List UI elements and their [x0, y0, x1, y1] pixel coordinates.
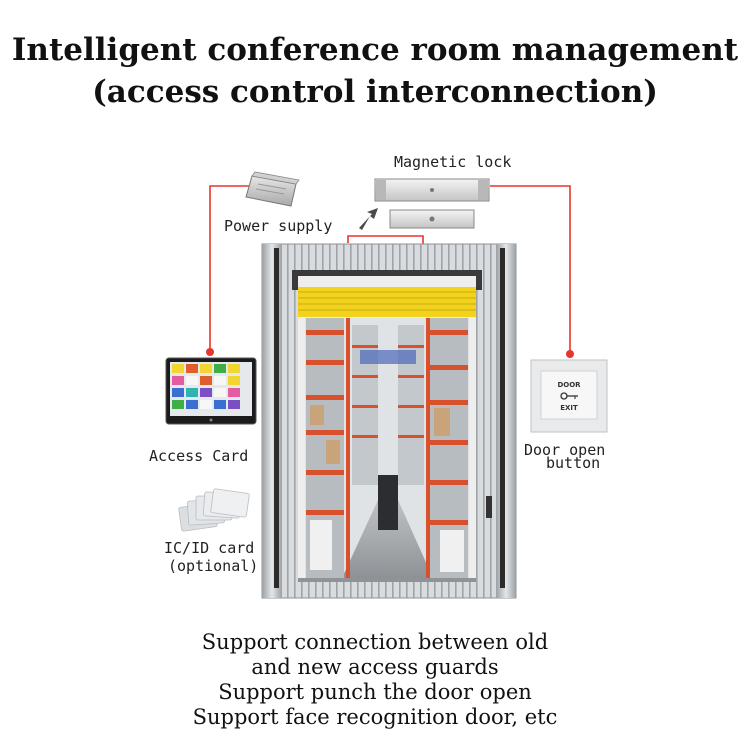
- right-racks: [426, 318, 468, 578]
- ic-card-label-line-2: (optional): [168, 557, 259, 575]
- feature-line: Support connection between old: [201, 630, 549, 654]
- page-title-line-2: (access control interconnection): [92, 74, 658, 110]
- wire-lock-to-exit-button: [490, 185, 571, 354]
- ic-id-cards-icon: [178, 488, 250, 532]
- feature-list: Support connection between old and new a…: [0, 630, 750, 730]
- exit-button-bottom-text: EXIT: [560, 404, 578, 412]
- access-card-panel-icon: [165, 357, 257, 425]
- power-supply-label: Power supply: [224, 217, 333, 235]
- wire-door-to-lock: [347, 235, 424, 246]
- wire-junction-exit-button: [566, 350, 574, 358]
- door-open-label-line-2: button: [546, 454, 601, 472]
- door-open-label-line-1: Door open: [524, 441, 606, 459]
- magnetic-lock-icon: [374, 178, 490, 229]
- wire-junction-access-panel: [206, 348, 214, 356]
- middle-racks: [352, 325, 424, 485]
- page-title-line-1: Intelligent conference room management: [11, 32, 739, 68]
- ic-card-label-line-1: IC/ID card: [164, 539, 255, 557]
- door-illustration: [261, 243, 517, 599]
- exit-button-top-text: DOOR: [557, 381, 581, 389]
- door-exit-button-icon: DOOR EXIT: [530, 359, 608, 433]
- feature-line: Support punch the door open: [218, 680, 532, 704]
- feature-line: and new access guards: [251, 655, 499, 679]
- left-racks: [306, 318, 350, 578]
- feature-line: Support face recognition door, etc: [192, 705, 558, 729]
- power-supply-icon: [245, 171, 300, 207]
- arrow-icon: [359, 208, 378, 230]
- access-card-label: Access Card: [149, 447, 249, 465]
- magnetic-lock-label: Magnetic lock: [394, 153, 512, 171]
